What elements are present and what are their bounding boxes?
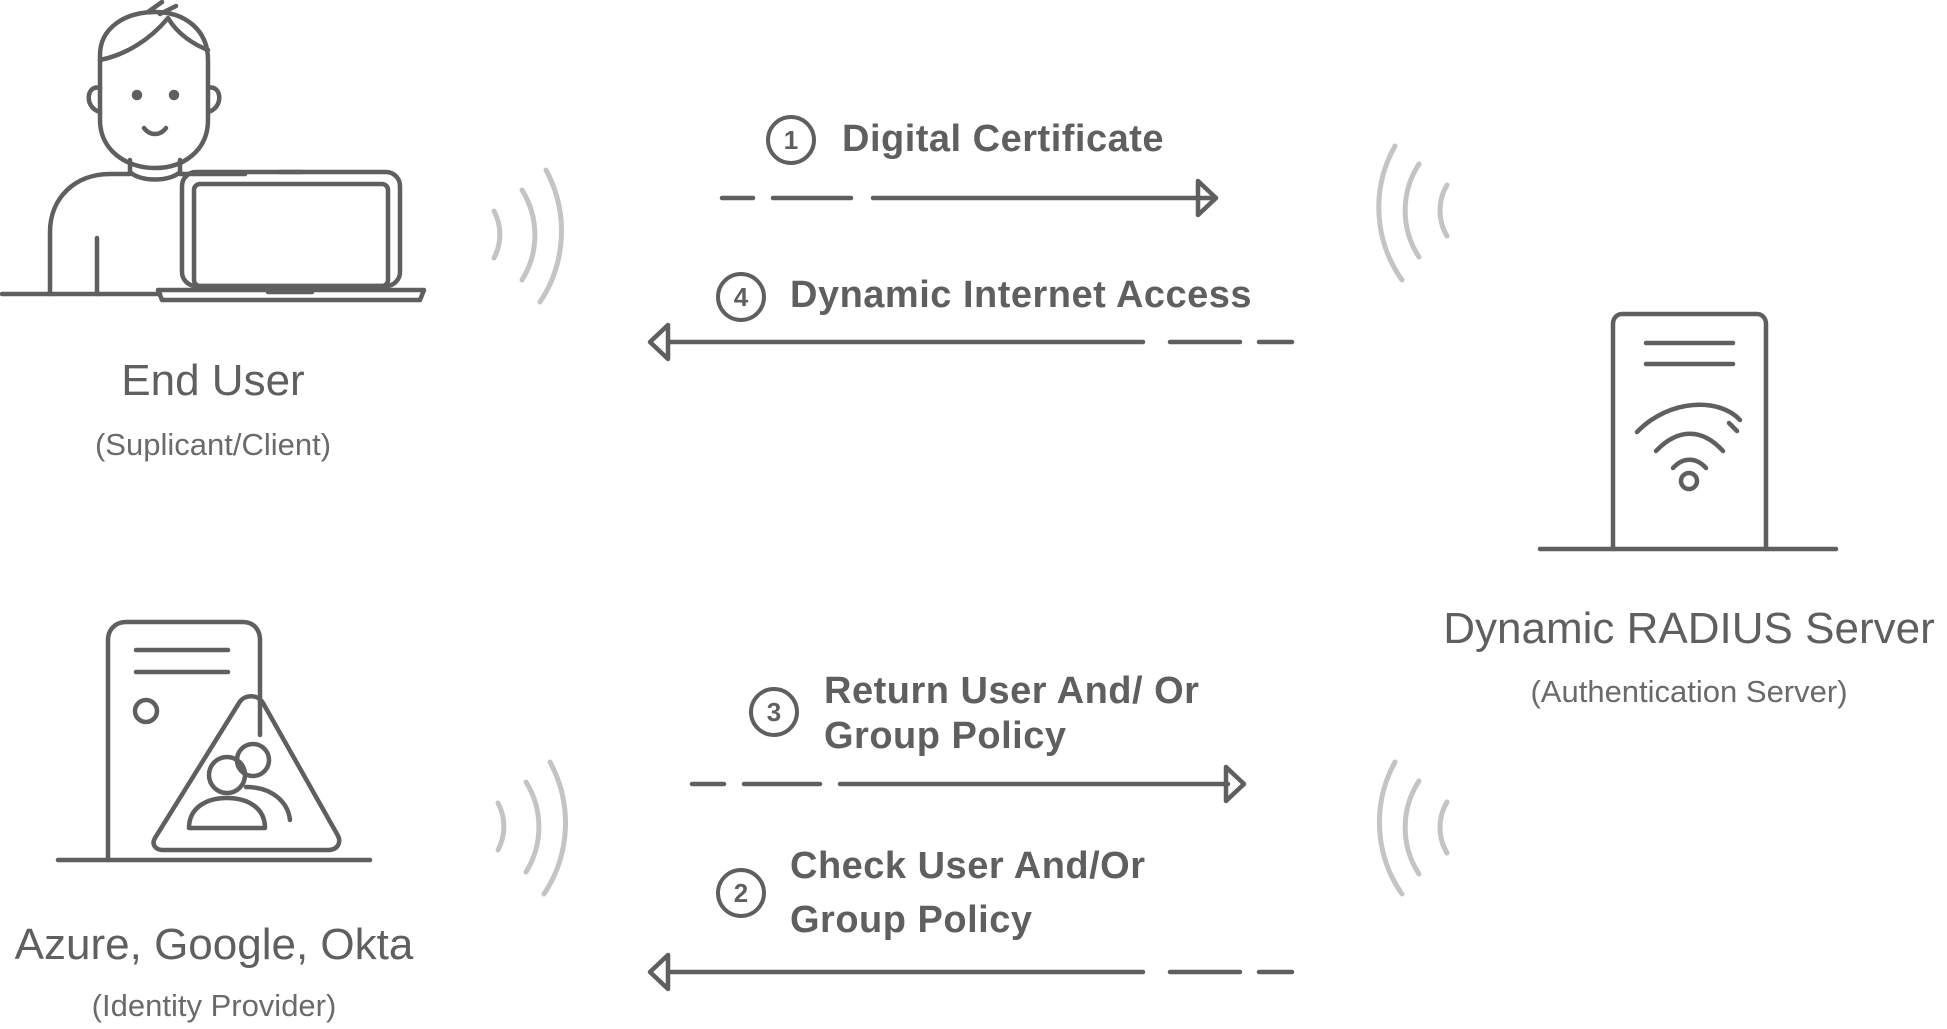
arrow-step-2 <box>647 952 1295 992</box>
arrow-step-4 <box>647 322 1295 362</box>
signal-waves-icon <box>1376 143 1450 283</box>
server-icon <box>1537 311 1839 552</box>
step-1-label: Digital Certificate <box>842 118 1165 160</box>
step-2-label-line2: Group Policy <box>790 899 1033 941</box>
step-3-label-line2: Group Policy <box>824 715 1067 757</box>
step-1-number: 1 <box>766 115 816 165</box>
identity-provider-subtitle: (Identity Provider) <box>91 988 337 1023</box>
person-icon <box>0 0 248 297</box>
step-3-label-line1: Return User And/ Or <box>824 670 1200 712</box>
step-2-number: 2 <box>716 868 766 918</box>
step-4-number: 4 <box>716 272 766 322</box>
end-user-title: End User <box>121 356 305 405</box>
radius-server-title: Dynamic RADIUS Server <box>1443 604 1935 653</box>
signal-waves-icon <box>491 167 564 305</box>
end-user-subtitle: (Suplicant/Client) <box>94 427 332 462</box>
laptop-icon <box>155 169 427 303</box>
identity-server-icon <box>55 619 373 863</box>
radius-server-subtitle: (Authentication Server) <box>1530 674 1848 709</box>
arrow-step-3 <box>689 764 1247 804</box>
users-icon <box>186 741 293 831</box>
signal-waves-icon <box>495 759 568 897</box>
step-4-label: Dynamic Internet Access <box>790 274 1253 316</box>
signal-waves-icon <box>1376 759 1450 897</box>
wifi-icon <box>1634 402 1743 492</box>
identity-provider-title: Azure, Google, Okta <box>14 920 414 969</box>
step-2-label-line1: Check User And/Or <box>790 845 1146 887</box>
arrow-step-1 <box>719 178 1219 218</box>
step-3-number: 3 <box>749 687 799 737</box>
